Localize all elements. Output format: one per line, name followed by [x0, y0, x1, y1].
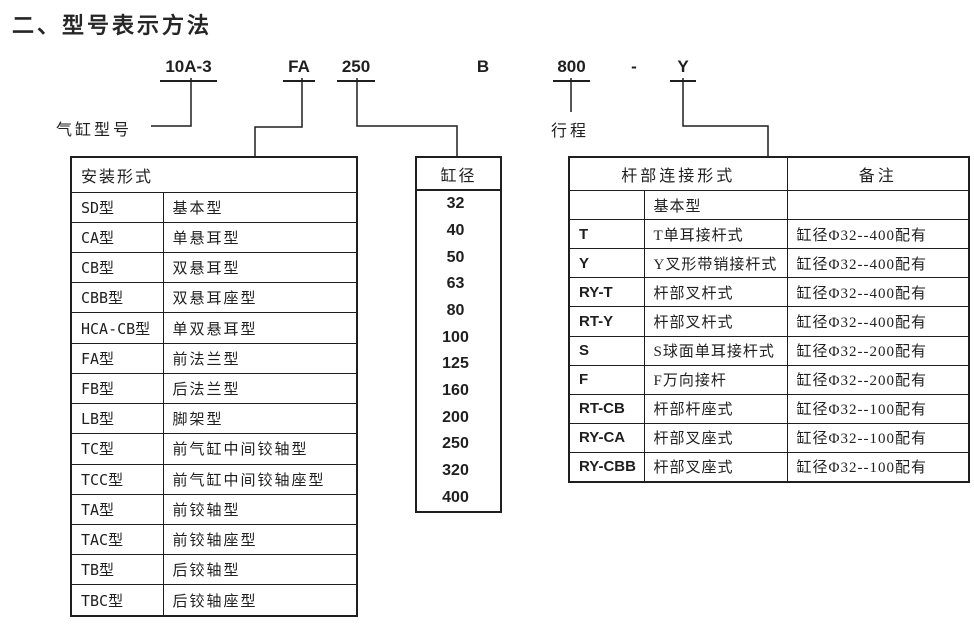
bore-value-list: 32 40 50 63 80 100 125 160 200 250 320 4… — [417, 191, 500, 511]
bore-value: 40 — [446, 221, 465, 239]
table-row: LB型 脚架型 — [70, 403, 358, 435]
bore-value: 80 — [446, 301, 465, 319]
table-row: TC型 前气缸中间铰轴型 — [70, 433, 358, 465]
rod-table-header-connection: 杆部连接形式 — [568, 156, 788, 192]
table-header-row: 杆部连接形式 备注 — [568, 156, 970, 192]
table-row: RY-T 杆部叉杆式 缸径Φ32--400配有 — [568, 277, 970, 308]
table-row: T T单耳接杆式 缸径Φ32--400配有 — [568, 219, 970, 250]
table-row: TB型 后铰轴型 — [70, 554, 358, 586]
table-row: CBB型 双悬耳座型 — [70, 282, 358, 314]
table-row: RT-CB 杆部杆座式 缸径Φ32--100配有 — [568, 393, 970, 424]
bore-value: 125 — [442, 355, 469, 373]
bore-value: 63 — [446, 275, 465, 293]
rod-table-header-note: 备注 — [786, 156, 970, 192]
model-code-bore: 250 — [337, 57, 375, 82]
bore-value: 320 — [442, 461, 469, 479]
cylinder-model-label: 气缸型号 — [56, 122, 133, 139]
table-row: FB型 后法兰型 — [70, 372, 358, 405]
table-row: F F万向接杆 缸径Φ32--200配有 — [568, 364, 970, 395]
model-code-series: B — [476, 57, 490, 76]
bore-table: 缸径 32 40 50 63 80 100 125 160 200 250 32… — [415, 156, 502, 513]
table-row: HCA-CB型 单双悬耳型 — [70, 312, 358, 344]
bore-value: 400 — [442, 488, 469, 506]
bore-table-header: 缸径 — [417, 158, 500, 191]
model-code-rod: Y — [670, 57, 696, 82]
table-row: TBC型 后铰轴座型 — [70, 584, 358, 617]
bore-value: 160 — [442, 381, 469, 399]
model-code-cylinder: 10A-3 — [160, 57, 217, 82]
bore-value: 100 — [442, 328, 469, 346]
table-row: 基本型 — [568, 190, 970, 221]
mounting-table: 安装形式 SD型 基本型 CA型 单悬耳型 CB型 双悬耳型 CBB型 双悬耳座… — [70, 156, 358, 617]
table-row: RY-CBB 杆部叉座式 缸径Φ32--100配有 — [568, 451, 970, 483]
table-row: CA型 单悬耳型 — [70, 221, 358, 253]
table-row: TA型 前铰轴型 — [70, 493, 358, 525]
stroke-label: 行程 — [551, 123, 590, 140]
table-row: Y Y叉形带销接杆式 缸径Φ32--400配有 — [568, 248, 970, 279]
table-row: SD型 基本型 — [70, 191, 358, 223]
table-row: TAC型 前铰轴座型 — [70, 523, 358, 556]
model-code-mounting: FA — [283, 57, 315, 82]
table-row: RY-CA 杆部叉座式 缸径Φ32--100配有 — [568, 422, 970, 453]
bore-value: 200 — [442, 408, 469, 426]
page-title: 二、型号表示方法 — [12, 13, 213, 38]
bore-value: 32 — [446, 195, 465, 213]
table-row: TCC型 前气缸中间铰轴座型 — [70, 463, 358, 495]
table-row: S S球面单耳接杆式 缸径Φ32--200配有 — [568, 335, 970, 366]
bore-value: 250 — [442, 435, 469, 453]
bore-value: 50 — [446, 248, 465, 266]
mounting-table-header: 安装形式 — [70, 156, 358, 193]
model-code-stroke: 800 — [553, 57, 590, 82]
rod-connection-table: 杆部连接形式 备注 基本型 T T单耳接杆式 缸径Φ32--400配有 Y Y叉… — [568, 156, 970, 483]
table-row: FA型 前法兰型 — [70, 342, 358, 374]
table-row: RT-Y 杆部叉杆式 缸径Φ32--400配有 — [568, 306, 970, 337]
model-code-separator: - — [631, 57, 637, 76]
table-header-row: 安装形式 — [70, 156, 358, 193]
table-row: CB型 双悬耳型 — [70, 251, 358, 284]
